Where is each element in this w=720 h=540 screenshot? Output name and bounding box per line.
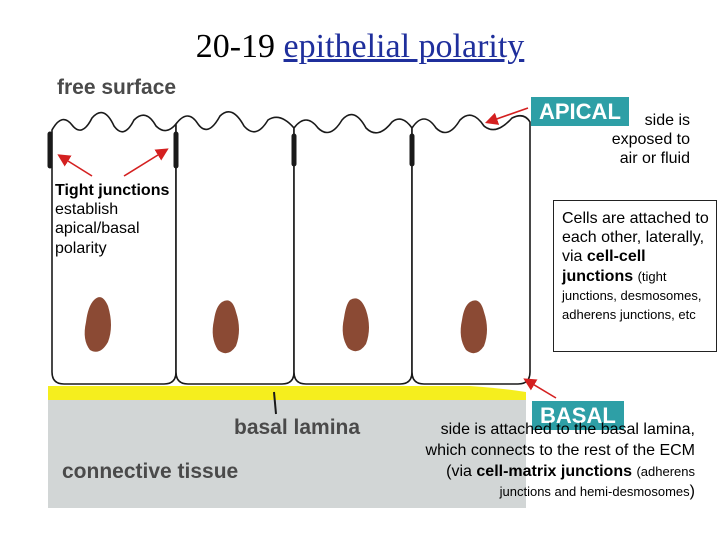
cell-4 — [411, 114, 531, 385]
nucleus-2 — [212, 300, 239, 354]
tight-note-bold: Tight junctions — [55, 182, 170, 199]
cell-2 — [175, 110, 295, 385]
basal-note-intro: side is attached to the basal lamina, wh… — [425, 421, 695, 480]
page-title: 20-19 epithelial polarity — [0, 30, 720, 64]
tight-junction-note: Tight junctions establish apical/basal p… — [55, 181, 190, 258]
basal-lamina-pointer — [273, 391, 277, 415]
arrow-basal — [523, 378, 557, 399]
cell-cell-note: Cells are attached to each other, latera… — [553, 200, 717, 352]
nucleus-1 — [84, 297, 111, 352]
cell-3 — [293, 113, 413, 385]
connective-tissue-label: connective tissue — [62, 460, 239, 483]
apical-note: side is exposed to air or fluid — [611, 112, 690, 168]
tight-junctions — [47, 131, 415, 169]
apical-badge: APICAL — [531, 97, 629, 127]
cell-outlines — [51, 110, 531, 385]
arrows — [57, 107, 557, 399]
cells-note-small: (tight junctions, desmosomes, adherens j… — [562, 268, 702, 322]
tight-note-rest: establish apical/basal polarity — [55, 201, 140, 257]
free-surface-label: free surface — [57, 76, 177, 99]
connective-tissue-region — [48, 398, 526, 508]
basal-lamina-label: basal lamina — [234, 416, 361, 439]
basal-note-close: ) — [689, 483, 695, 501]
title-number: 20-19 — [195, 28, 276, 65]
cells-note-intro: Cells are attached to each other, latera… — [562, 210, 709, 266]
arrow-tight-left — [57, 154, 93, 177]
basal-note-small: (adherens junctions and hemi-desmosomes — [499, 463, 695, 500]
nucleus-3 — [342, 298, 369, 352]
arrow-apical — [484, 107, 529, 125]
basal-note-bold: cell-matrix junctions — [476, 462, 632, 480]
basal-badge: BASAL — [532, 401, 624, 431]
basal-lamina-band — [48, 386, 526, 400]
title-topic: epithelial polarity — [283, 28, 525, 65]
arrow-tight-right — [123, 148, 169, 177]
nuclei — [84, 297, 487, 354]
basal-note: side is attached to the basal lamina, wh… — [405, 420, 695, 503]
cell-1 — [51, 111, 177, 385]
nucleus-4 — [460, 300, 487, 354]
cells-note-bold: cell-cell junctions — [562, 248, 646, 285]
